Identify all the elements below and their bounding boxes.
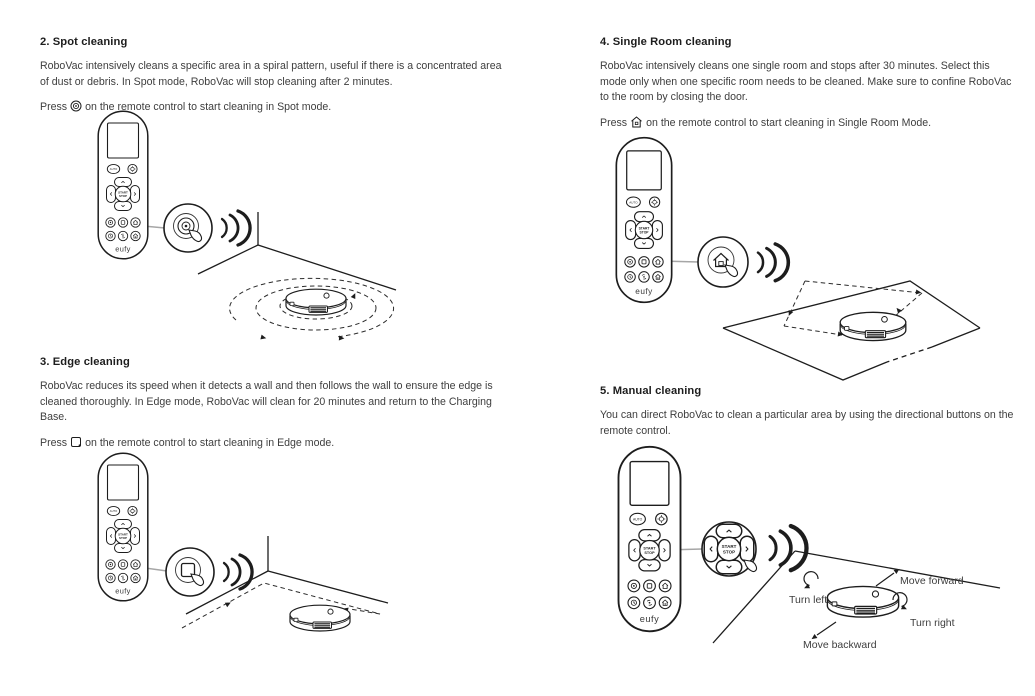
turn-right-annotation: Turn right — [892, 592, 955, 629]
press-rest: on the remote control to start cleaning … — [85, 437, 335, 450]
spot-heading: 2. Spot cleaning — [40, 36, 128, 48]
edge-press-line: Press on the remote control to start clea… — [40, 436, 512, 452]
press-word: Press — [40, 437, 68, 450]
manual-heading: 5. Manual cleaning — [600, 385, 702, 397]
manual-cleaning-illustration: Move forward Turn left Turn right Move b… — [600, 436, 1001, 651]
press-word: Press — [600, 117, 628, 130]
single-room-heading: 4. Single Room cleaning — [600, 36, 732, 48]
manual-body: You can direct RoboVac to clean a partic… — [600, 409, 1014, 437]
spot-mode-icon — [70, 100, 82, 116]
robovac-illustration — [289, 604, 351, 632]
edge-cleaning-illustration — [40, 446, 389, 632]
spot-cleaning-illustration — [40, 100, 397, 341]
magnified-edge-button — [165, 547, 215, 597]
room-corner — [185, 536, 389, 615]
press-rest: on the remote control to start cleaning … — [85, 101, 332, 114]
spot-press-line: Press on the remote control to start clea… — [40, 100, 512, 116]
edge-mode-icon — [70, 436, 82, 452]
press-word: Press — [40, 101, 68, 114]
svg-text:Turn left: Turn left — [789, 594, 827, 606]
robovac-illustration — [839, 311, 907, 342]
move-backward-annotation: Move backward — [803, 621, 877, 651]
remote-control-illustration — [616, 138, 671, 303]
remote-control-illustration — [619, 447, 681, 632]
move-forward-annotation: Move forward — [875, 566, 964, 587]
single-room-cleaning-illustration — [600, 123, 981, 381]
room-corner — [197, 212, 397, 291]
edge-heading: 3. Edge cleaning — [40, 356, 130, 368]
section-manual-cleaning: 5. Manual cleaning You can direct RoboVa… — [600, 385, 1014, 449]
section-spot-cleaning: 2. Spot cleaning RoboVac intensively cle… — [40, 36, 512, 126]
single-room-body: RoboVac intensively cleans one single ro… — [600, 60, 1012, 104]
magnified-single-room-button — [697, 236, 749, 288]
room-path — [783, 280, 923, 336]
turn-left-annotation: Turn left — [789, 571, 827, 606]
section-edge-cleaning: 3. Edge cleaning RoboVac reduces its spe… — [40, 356, 512, 462]
remote-control-illustration — [98, 453, 148, 601]
single-room-mode-icon — [630, 116, 643, 132]
room-floor — [722, 280, 981, 381]
single-room-press-line: Press on the remote control to start clea… — [600, 116, 1014, 132]
svg-text:Turn right: Turn right — [910, 617, 955, 629]
robovac-illustration — [285, 288, 347, 316]
magnified-directional-pad — [701, 521, 758, 577]
svg-text:Move forward: Move forward — [900, 575, 964, 587]
edge-path — [181, 582, 381, 629]
svg-text:Move backward: Move backward — [803, 639, 877, 651]
edge-body: RoboVac reduces its speed when it detect… — [40, 380, 493, 424]
section-single-room-cleaning: 4. Single Room cleaning RoboVac intensiv… — [600, 36, 1014, 142]
magnified-spot-button — [163, 203, 213, 253]
robovac-illustration — [826, 585, 900, 618]
press-rest: on the remote control to start cleaning … — [646, 117, 932, 130]
remote-control-illustration — [98, 111, 148, 259]
spot-body: RoboVac intensively cleans a specific ar… — [40, 60, 502, 88]
